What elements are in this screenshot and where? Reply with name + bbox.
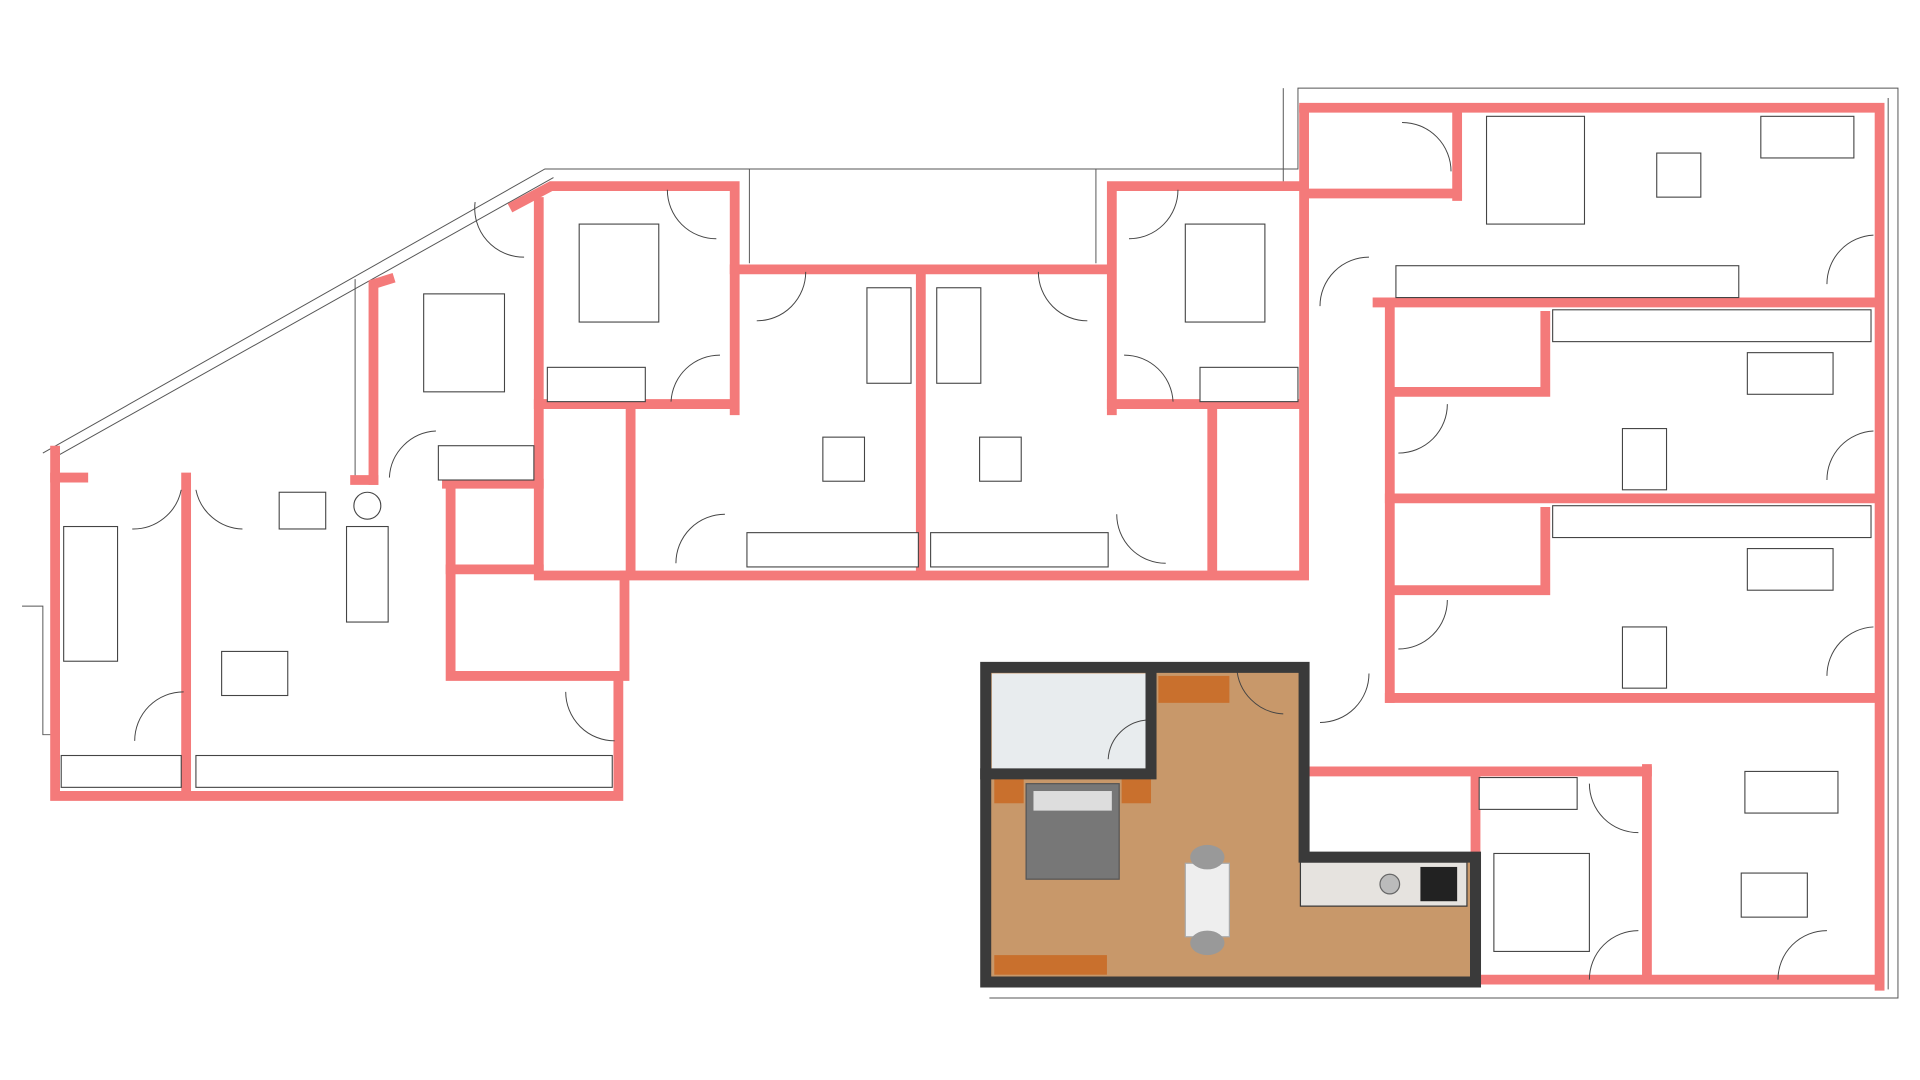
entry-door (1236, 667, 1284, 715)
pillows (1033, 791, 1112, 811)
tv-cabinet (994, 955, 1107, 975)
sink (1379, 873, 1401, 895)
dining-table (1184, 862, 1230, 938)
bathroom-door (1107, 719, 1149, 760)
nightstand (1121, 778, 1152, 804)
wardrobe (1158, 675, 1230, 703)
nightstand (994, 778, 1024, 804)
chair (1190, 930, 1225, 956)
cooktop (1420, 866, 1458, 902)
doors (132, 121, 1874, 980)
bathroom-floor (991, 673, 1152, 769)
outline-lines (22, 87, 1899, 999)
highlighted-apartment[interactable] (980, 661, 1482, 988)
furniture (60, 115, 1872, 952)
chair (1190, 844, 1225, 870)
